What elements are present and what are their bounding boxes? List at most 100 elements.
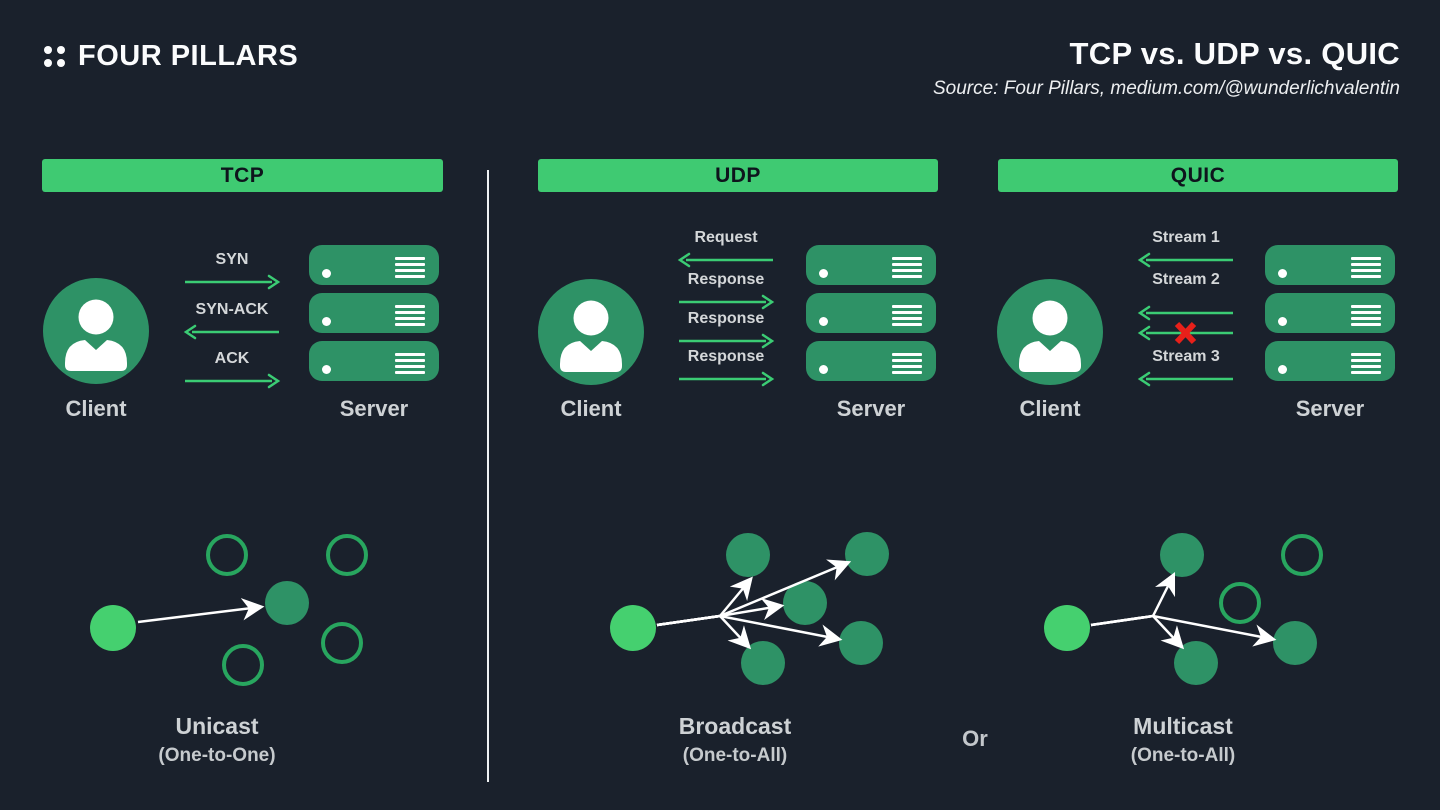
server-led-dot — [1278, 365, 1287, 374]
message-arrow-right-icon — [679, 333, 775, 349]
server-icon — [1265, 245, 1395, 285]
multicast-subtitle: (One-to-All) — [1130, 745, 1236, 766]
message-arrow-right-icon — [185, 373, 281, 389]
target-node — [265, 581, 309, 625]
target-node — [839, 621, 883, 665]
message-label: SYN-ACK — [195, 301, 269, 318]
idle-node — [321, 622, 363, 664]
udp-header-bar: UDP — [538, 159, 938, 192]
message-arrow-left-icon — [677, 252, 773, 268]
server-icon — [309, 341, 439, 381]
server-vents-icon — [395, 353, 425, 374]
message-arrow-left-icon — [1137, 371, 1233, 387]
server-icon — [806, 341, 936, 381]
idle-node — [1219, 582, 1261, 624]
message-arrow-right-icon — [679, 294, 775, 310]
unicast-arrow — [137, 598, 265, 624]
target-node — [783, 581, 827, 625]
dot — [44, 59, 52, 67]
server-led-dot — [819, 269, 828, 278]
section-divider — [487, 170, 489, 782]
dot — [57, 46, 65, 54]
client-avatar — [538, 279, 644, 385]
or-label: Or — [962, 726, 988, 751]
message-arrow-right-icon — [185, 274, 281, 290]
unicast-title: Unicast — [175, 713, 259, 739]
target-node — [1160, 533, 1204, 577]
unicast-diagram — [90, 534, 368, 686]
unicast-subtitle: (One-to-One) — [158, 745, 276, 766]
server-vents-icon — [1351, 353, 1381, 374]
server-vents-icon — [1351, 257, 1381, 278]
dot — [44, 46, 52, 54]
message-label: Response — [687, 310, 765, 327]
server-led-dot — [1278, 317, 1287, 326]
source-node — [1044, 605, 1090, 651]
person-icon — [560, 300, 622, 372]
tcp-header-bar: TCP — [42, 159, 443, 192]
multicast-arrows — [1090, 571, 1277, 650]
client-avatar — [43, 278, 149, 384]
server-vents-icon — [892, 305, 922, 326]
server-led-dot — [322, 317, 331, 326]
server-label: Server — [339, 396, 409, 421]
target-node — [726, 533, 770, 577]
server-led-dot — [1278, 269, 1287, 278]
server-icon — [309, 245, 439, 285]
server-vents-icon — [1351, 305, 1381, 326]
server-vents-icon — [395, 257, 425, 278]
target-node — [1273, 621, 1317, 665]
message-arrow-right-icon — [679, 371, 775, 387]
source-credit: Source: Four Pillars, medium.com/@wunder… — [932, 78, 1400, 99]
server-led-dot — [322, 269, 331, 278]
broadcast-title: Broadcast — [678, 713, 792, 739]
blocked-stream-arrow-icon — [1137, 321, 1233, 345]
server-stack — [309, 245, 439, 389]
quic-header-bar: QUIC — [998, 159, 1398, 192]
server-label: Server — [836, 396, 906, 421]
multicast-diagram — [1044, 533, 1323, 685]
target-node — [741, 641, 785, 685]
message-label: Stream 2 — [1152, 271, 1220, 288]
server-vents-icon — [892, 257, 922, 278]
broadcast-diagram — [610, 532, 889, 685]
server-icon — [309, 293, 439, 333]
idle-node — [1281, 534, 1323, 576]
server-icon — [806, 245, 936, 285]
brand-name: FOUR PILLARS — [78, 40, 299, 72]
message-arrow-left-icon — [183, 324, 279, 340]
person-icon — [1019, 300, 1081, 372]
message-label: SYN — [215, 251, 249, 268]
multicast-title: Multicast — [1133, 713, 1233, 739]
idle-node — [326, 534, 368, 576]
idle-node — [206, 534, 248, 576]
target-node — [845, 532, 889, 576]
person-icon — [65, 299, 127, 371]
message-label: Request — [694, 229, 758, 246]
message-label: Response — [687, 271, 765, 288]
server-vents-icon — [892, 353, 922, 374]
broadcast-arrows — [656, 559, 852, 650]
message-label: Stream 1 — [1152, 229, 1220, 246]
brand-logo: FOUR PILLARS — [44, 40, 298, 73]
message-arrow-left-icon — [1137, 305, 1233, 321]
server-stack — [1265, 245, 1395, 389]
target-node — [1174, 641, 1218, 685]
message-label: Stream 3 — [1152, 348, 1220, 365]
server-icon — [806, 293, 936, 333]
source-node — [90, 605, 136, 651]
blocked-x-icon — [1174, 321, 1197, 345]
message-arrow-left-icon — [1137, 252, 1233, 268]
source-node — [610, 605, 656, 651]
server-led-dot — [819, 317, 828, 326]
server-led-dot — [322, 365, 331, 374]
client-label: Client — [65, 396, 127, 421]
server-vents-icon — [395, 305, 425, 326]
four-dots-icon — [44, 46, 65, 67]
server-icon — [1265, 293, 1395, 333]
server-stack — [806, 245, 936, 389]
client-label: Client — [560, 396, 622, 421]
dot — [57, 59, 65, 67]
message-label: ACK — [214, 350, 250, 367]
